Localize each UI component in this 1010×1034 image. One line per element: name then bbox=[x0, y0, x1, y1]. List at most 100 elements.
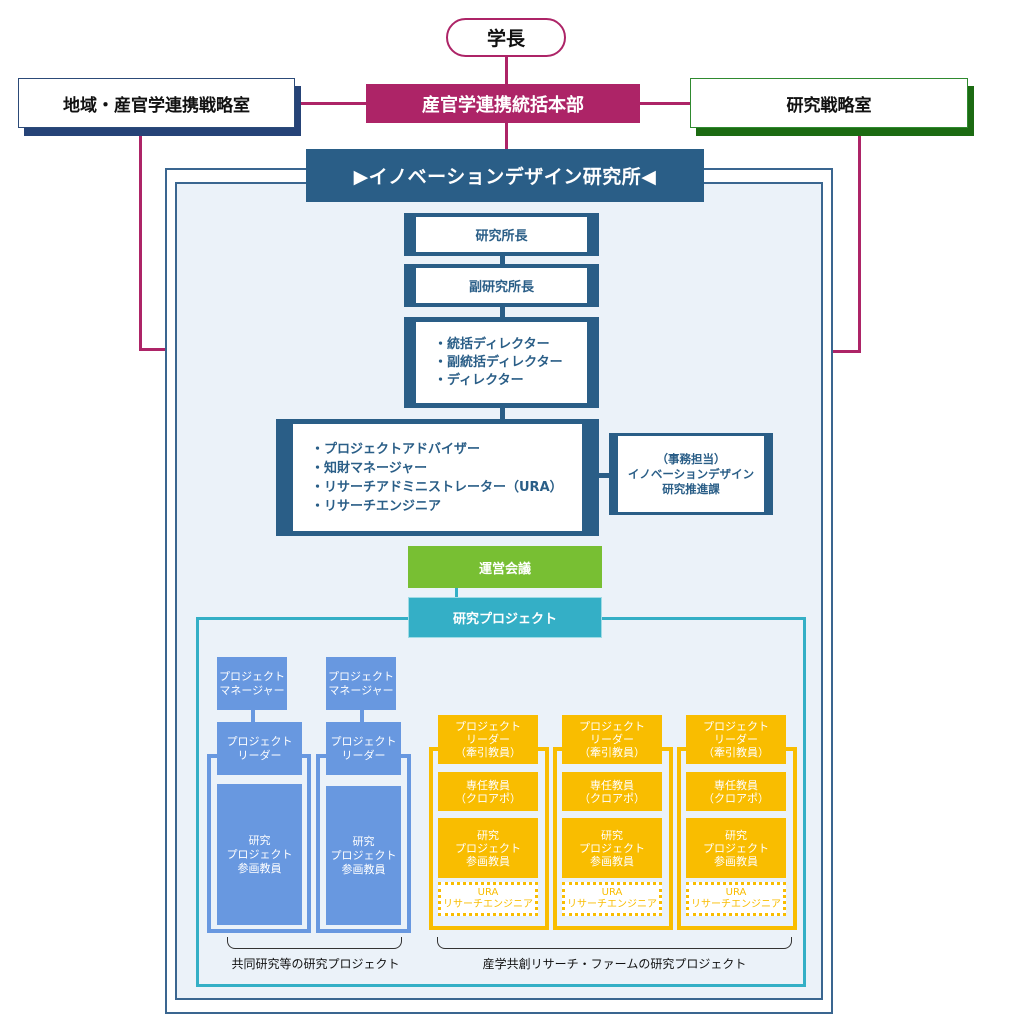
project-members-box: 研究 プロジェクト 参画教員 bbox=[686, 818, 786, 878]
joint-projects-caption: 共同研究等の研究プロジェクト bbox=[231, 957, 400, 971]
project-leader-line1: プロジェクト bbox=[226, 734, 293, 748]
connector-president-hq bbox=[505, 57, 508, 85]
ura-engineer-box: URA リサーチエンジニア bbox=[438, 882, 538, 916]
connector-manager-leader bbox=[360, 710, 364, 723]
project-members-box: 研究 プロジェクト 参画教員 bbox=[438, 818, 538, 878]
faculty-line2: （クロアポ） bbox=[455, 791, 521, 805]
president-label: 学長 bbox=[486, 28, 525, 50]
joint-project-column: プロジェクト マネージャー プロジェクト リーダー 研究 プロジェクト 参画教員 bbox=[316, 657, 415, 933]
leader-line2: リーダー bbox=[590, 733, 634, 746]
members-line3: 参画教員 bbox=[466, 854, 510, 868]
leader-line3: （牽引教員） bbox=[579, 746, 645, 759]
institute-title: ▶イノベーションデザイン研究所◀ bbox=[306, 149, 704, 202]
project-members-box: 研究 プロジェクト 参画教員 bbox=[217, 784, 302, 925]
project-members-box: 研究 プロジェクト 参画教員 bbox=[562, 818, 662, 878]
joint-projects-brace bbox=[227, 937, 402, 949]
members-line1: 研究 bbox=[248, 833, 271, 847]
ura-engineer-box: URA リサーチエンジニア bbox=[686, 882, 786, 916]
institute-title-label: ▶イノベーションデザイン研究所◀ bbox=[353, 166, 657, 188]
project-manager-line1: プロジェクト bbox=[219, 669, 285, 683]
general-director-item: ・統括ディレクター bbox=[434, 336, 550, 352]
ura-line2: リサーチエンジニア bbox=[567, 899, 657, 910]
faculty-line2: （クロアポ） bbox=[579, 791, 645, 805]
connector-director-vice bbox=[500, 255, 505, 265]
project-leader-line1: プロジェクト bbox=[330, 734, 397, 748]
project-leader-box: プロジェクト リーダー （牽引教員） bbox=[562, 715, 662, 764]
regional-strategy-office-label: 地域・産官学連携戦略室 bbox=[63, 95, 250, 116]
connector-hq-institute bbox=[505, 122, 508, 150]
leader-line1: プロジェクト bbox=[579, 720, 645, 733]
members-line2: プロジェクト bbox=[579, 841, 645, 855]
leader-line3: （牽引教員） bbox=[703, 746, 769, 759]
connector-hq-right bbox=[640, 102, 692, 105]
members-line3: 参画教員 bbox=[714, 854, 758, 868]
ura-line1: URA bbox=[725, 887, 747, 898]
regional-strategy-office-node: 地域・産官学連携戦略室 bbox=[18, 78, 295, 128]
leader-line2: リーダー bbox=[466, 733, 510, 746]
director-item: ・ディレクター bbox=[434, 372, 524, 388]
connector-left-office-down bbox=[139, 136, 142, 350]
project-members-box: 研究 プロジェクト 参画教員 bbox=[326, 786, 401, 925]
institute-director-node: 研究所長 bbox=[404, 213, 599, 256]
institute-director-label: 研究所長 bbox=[475, 229, 528, 244]
members-line2: プロジェクト bbox=[455, 841, 521, 855]
connector-staff-admin bbox=[598, 473, 610, 478]
project-manager-box: プロジェクト マネージャー bbox=[326, 657, 396, 710]
ura-item: ・リサーチアドミニストレーター（URA） bbox=[311, 479, 563, 495]
project-manager-line2: マネージャー bbox=[328, 683, 394, 697]
project-manager-line2: マネージャー bbox=[219, 683, 285, 697]
admin-label-line1: （事務担当） bbox=[656, 451, 726, 466]
leader-line2: リーダー bbox=[714, 733, 758, 746]
farm-project-frame bbox=[553, 747, 673, 930]
connector-vice-directors bbox=[500, 306, 505, 318]
ura-engineer-box: URA リサーチエンジニア bbox=[562, 882, 662, 916]
dedicated-faculty-box: 専任教員 （クロアポ） bbox=[438, 772, 538, 811]
farm-projects-brace bbox=[437, 937, 792, 949]
members-line3: 参画教員 bbox=[590, 854, 634, 868]
president-node: 学長 bbox=[446, 18, 566, 57]
farm-project-column: プロジェクト リーダー （牽引教員） 専任教員 （クロアポ） 研究 プロジェクト… bbox=[677, 715, 797, 930]
project-manager-box: プロジェクト マネージャー bbox=[217, 657, 287, 710]
members-line2: プロジェクト bbox=[330, 848, 397, 862]
members-line2: プロジェクト bbox=[703, 841, 769, 855]
faculty-line1: 専任教員 bbox=[466, 778, 510, 792]
connector-directors-staff bbox=[500, 407, 505, 420]
farm-projects-caption: 産学共創リサーチ・ファームの研究プロジェクト bbox=[482, 957, 747, 971]
faculty-line1: 専任教員 bbox=[714, 778, 758, 792]
members-line1: 研究 bbox=[725, 828, 747, 842]
faculty-line2: （クロアポ） bbox=[703, 791, 769, 805]
leader-line1: プロジェクト bbox=[703, 720, 769, 733]
vice-director-node: 副研究所長 bbox=[404, 264, 599, 307]
project-leader-box: プロジェクト リーダー bbox=[326, 722, 401, 775]
ura-line2: リサーチエンジニア bbox=[443, 899, 533, 910]
research-projects-label: 研究プロジェクト bbox=[452, 612, 557, 627]
admin-label-line3: 研究推進課 bbox=[662, 481, 720, 496]
leader-line3: （牽引教員） bbox=[455, 746, 521, 759]
project-leader-box: プロジェクト リーダー （牽引教員） bbox=[686, 715, 786, 764]
dedicated-faculty-box: 専任教員 （クロアポ） bbox=[686, 772, 786, 811]
members-line3: 参画教員 bbox=[237, 861, 282, 875]
members-line1: 研究 bbox=[352, 834, 375, 848]
leader-line1: プロジェクト bbox=[455, 720, 521, 733]
farm-project-frame bbox=[429, 747, 549, 930]
vice-director-label: 副研究所長 bbox=[468, 280, 534, 295]
ura-line2: リサーチエンジニア bbox=[691, 899, 781, 910]
staff-node: ・プロジェクトアドバイザー ・知財マネージャー ・リサーチアドミニストレーター（… bbox=[276, 419, 599, 536]
steering-council-node: 運営会議 bbox=[408, 546, 602, 588]
farm-project-frame bbox=[677, 747, 797, 930]
project-leader-box: プロジェクト リーダー （牽引教員） bbox=[438, 715, 538, 764]
ip-manager-item: ・知財マネージャー bbox=[311, 460, 428, 476]
project-manager-line1: プロジェクト bbox=[328, 669, 394, 683]
project-leader-line2: リーダー bbox=[341, 748, 386, 762]
farm-project-column: プロジェクト リーダー （牽引教員） 専任教員 （クロアポ） 研究 プロジェクト… bbox=[553, 715, 673, 930]
research-strategy-office-label: 研究戦略室 bbox=[786, 95, 872, 116]
connector-right-office-down bbox=[858, 136, 861, 352]
steering-council-label: 運営会議 bbox=[478, 561, 531, 577]
ura-line1: URA bbox=[601, 887, 623, 898]
connector-council-projects bbox=[455, 587, 458, 598]
joint-project-frame bbox=[207, 754, 311, 933]
connector-left-office-to-institute bbox=[139, 348, 167, 351]
members-line1: 研究 bbox=[477, 828, 499, 842]
members-line2: プロジェクト bbox=[226, 847, 293, 861]
connector-left-hq bbox=[300, 102, 366, 105]
